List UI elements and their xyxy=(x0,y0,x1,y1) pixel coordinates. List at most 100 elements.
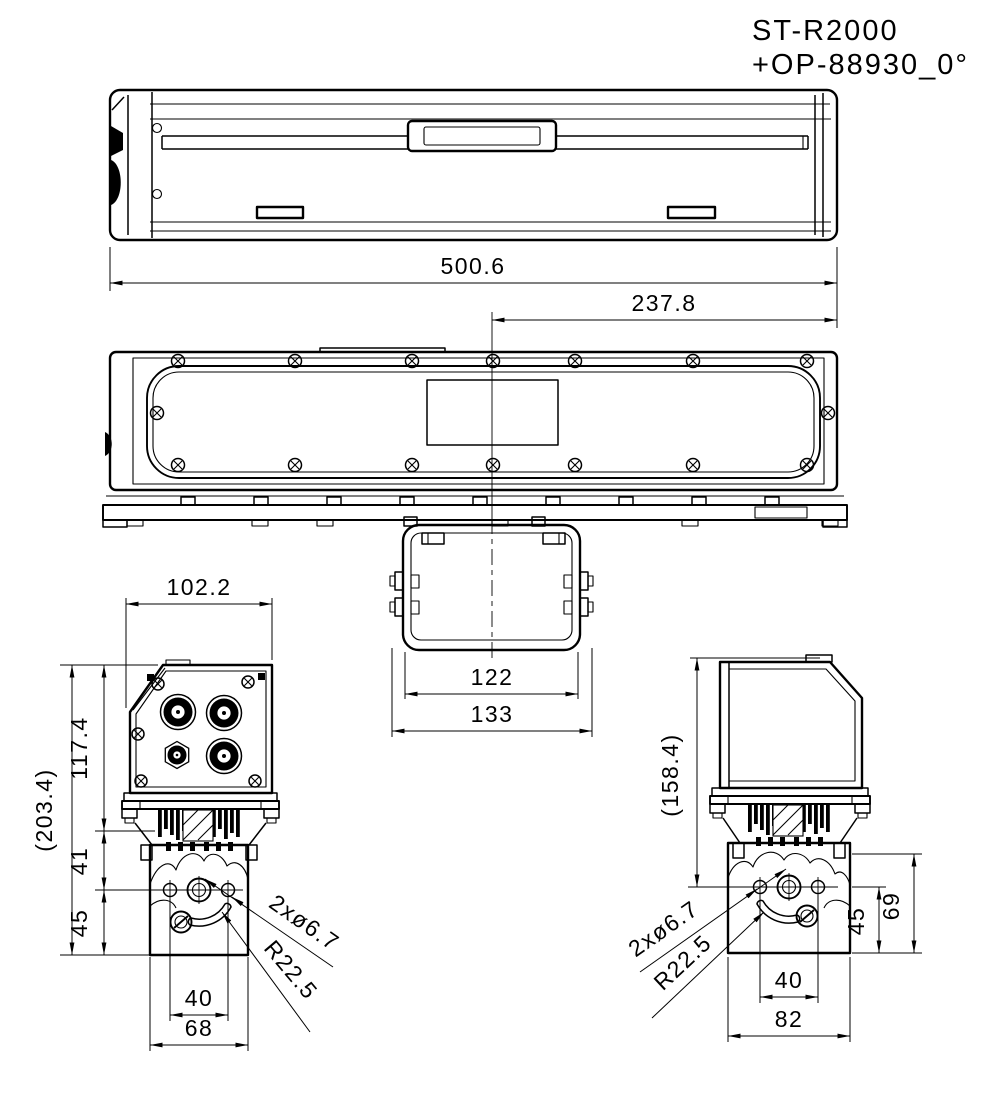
dim-right-bracket-width: 82 xyxy=(727,957,851,1042)
mount-slot xyxy=(255,205,305,220)
mount-foot-outline xyxy=(726,841,852,955)
m8-connector-icon xyxy=(164,740,190,770)
dim-left-box-height: 117.4 xyxy=(66,665,155,832)
mount-hole xyxy=(162,882,178,898)
phillips-screw-icon xyxy=(820,405,836,421)
pivot-hole xyxy=(186,877,212,903)
phillips-screw-icon xyxy=(485,353,501,369)
bracket-clip xyxy=(421,532,445,545)
cover-gasket xyxy=(146,365,821,479)
phillips-screw-icon xyxy=(567,353,583,369)
dim-left-box-width: 102.2 xyxy=(125,574,273,708)
arc-slot xyxy=(187,902,232,927)
phillips-screw-icon xyxy=(248,774,262,788)
dim-right-boss-to-base: 69 xyxy=(852,853,922,954)
phillips-screw-icon xyxy=(134,774,148,788)
mount-hole xyxy=(752,879,768,895)
casting-contour xyxy=(149,853,249,885)
dim-text: 82 xyxy=(775,1006,804,1032)
base-feet xyxy=(126,520,839,527)
dim-text: (158.4) xyxy=(657,733,683,816)
dim-text: 69 xyxy=(878,892,904,921)
carry-handle xyxy=(406,119,558,153)
phillips-screw-icon xyxy=(170,353,186,369)
side-latch xyxy=(111,126,123,156)
pivot-hole xyxy=(776,874,802,900)
housing-outline xyxy=(108,88,839,242)
dim-text: 500.6 xyxy=(440,253,505,279)
dim-text: 102.2 xyxy=(166,574,231,600)
dim-text: 237.8 xyxy=(631,290,696,316)
heatsink-fins xyxy=(158,809,240,851)
mount-bracket-view xyxy=(389,523,594,652)
phillips-screw-icon xyxy=(131,727,145,741)
dim-bracket-inner-width: 122 xyxy=(404,652,579,699)
bracket-clip xyxy=(542,532,566,545)
base-plate xyxy=(102,504,848,521)
dim-text: 122 xyxy=(471,664,514,690)
side-boss xyxy=(111,160,121,205)
dim-left-bracket-width: 68 xyxy=(149,957,249,1051)
mount-slot xyxy=(666,205,717,220)
flange-plate xyxy=(123,792,278,802)
box-screws xyxy=(131,675,262,788)
phillips-screw-icon xyxy=(170,457,186,473)
dim-left-overall-height: (203.4) xyxy=(31,664,158,956)
dim-text: 133 xyxy=(471,701,514,727)
title-option: +OP-88930_0° xyxy=(752,49,969,81)
dim-right-hole-spacing: 40 xyxy=(759,895,819,1003)
dim-right-overall-height: (158.4) xyxy=(657,657,820,887)
phillips-screw-icon xyxy=(567,457,583,473)
base-notch xyxy=(754,506,808,519)
mount-foot-outline xyxy=(148,843,250,957)
phillips-screw-icon xyxy=(404,353,420,369)
title-model: ST-R2000 xyxy=(752,15,899,47)
dim-right-holes-to-base: 45 xyxy=(843,886,886,953)
drawing-title: ST-R2000 +OP-88930_0° xyxy=(752,15,969,81)
mount-hole xyxy=(810,879,826,895)
phillips-screw-icon xyxy=(287,353,303,369)
flange-plate xyxy=(711,787,869,797)
dim-center-to-right: 237.8 xyxy=(492,290,837,323)
phillips-screw-icon xyxy=(149,405,165,421)
dim-text: 40 xyxy=(775,967,804,993)
side-boss xyxy=(105,432,112,456)
housing-outline xyxy=(108,350,839,492)
base-tabs xyxy=(180,496,780,506)
phillips-screw-icon xyxy=(404,457,420,473)
phillips-screw-icon xyxy=(287,457,303,473)
left-side-view xyxy=(121,659,280,957)
phillips-screw-icon xyxy=(799,353,815,369)
dim-text: 45 xyxy=(66,909,92,938)
cover-screws xyxy=(149,353,836,473)
dim-overall-width: 500.6 xyxy=(109,247,838,328)
dim-left-hole-spacing: 40 xyxy=(169,899,229,1021)
arc-slot xyxy=(756,899,801,924)
dim-left-holes-to-base: 45 xyxy=(66,890,107,955)
top-view xyxy=(108,88,839,242)
front-view xyxy=(102,312,848,662)
phillips-screw-icon xyxy=(485,457,501,473)
phillips-screw-icon xyxy=(685,353,701,369)
m12-connector-icon xyxy=(205,694,243,732)
dim-text: 40 xyxy=(185,985,214,1011)
m12-connector-icon xyxy=(159,693,197,731)
phillips-screw-icon xyxy=(151,677,165,691)
dim-text: 41 xyxy=(66,847,92,876)
phillips-screw-icon xyxy=(799,457,815,473)
dim-bracket-outer-width: 133 xyxy=(391,648,593,737)
connector-box-outline xyxy=(718,660,864,790)
optical-window xyxy=(426,379,559,446)
casting-contour xyxy=(727,851,851,886)
phillips-screw-icon xyxy=(241,675,255,689)
round-connectors xyxy=(159,693,243,775)
dim-text: 45 xyxy=(843,907,869,936)
dim-text: (203.4) xyxy=(31,768,57,851)
phillips-screw-icon xyxy=(685,457,701,473)
leader-text: R22.5 xyxy=(259,935,323,1004)
dim-text: 68 xyxy=(185,1015,214,1041)
m12-connector-icon xyxy=(205,737,243,775)
dim-text: 117.4 xyxy=(66,716,92,779)
